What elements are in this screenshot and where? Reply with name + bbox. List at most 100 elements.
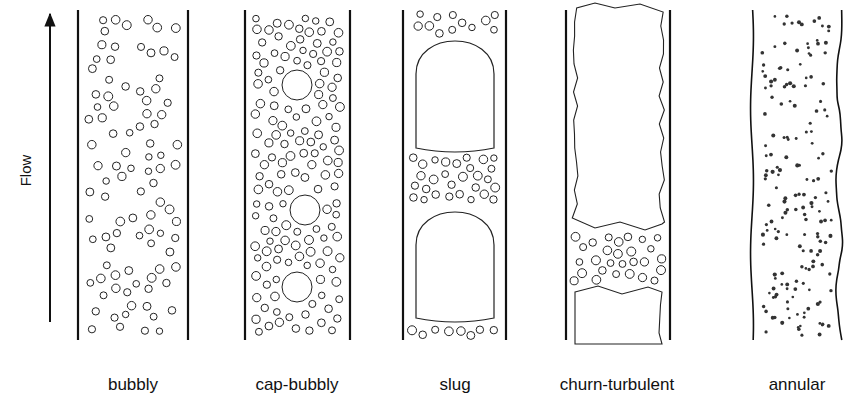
bubble — [654, 235, 661, 242]
bubble — [323, 156, 332, 165]
bubble — [103, 262, 110, 269]
bubble — [157, 230, 163, 236]
bubble — [330, 39, 336, 45]
bubble — [329, 266, 335, 272]
bubble — [286, 152, 295, 161]
bubble — [253, 201, 259, 207]
droplet — [817, 16, 821, 20]
droplet — [807, 268, 810, 271]
bubble — [328, 223, 335, 230]
droplet — [763, 112, 767, 116]
bubble — [265, 322, 273, 330]
bubble — [164, 99, 171, 106]
droplet — [795, 279, 798, 282]
bubble — [98, 41, 106, 49]
droplet — [818, 210, 821, 213]
bubble — [456, 190, 464, 198]
bubble — [323, 47, 332, 56]
churn-gas-slug — [575, 286, 662, 344]
bubble — [255, 69, 262, 76]
droplet — [787, 138, 790, 141]
bubble — [272, 131, 281, 140]
bubble — [491, 155, 497, 161]
bubble — [253, 25, 262, 34]
bubble — [270, 215, 277, 222]
bubble — [296, 137, 304, 145]
bubble — [150, 179, 157, 186]
bubble — [166, 248, 174, 256]
bubble — [589, 239, 596, 246]
droplet — [808, 52, 811, 55]
bubble — [312, 117, 321, 126]
bubble — [491, 11, 498, 18]
droplet — [796, 313, 799, 316]
droplet — [773, 272, 777, 276]
droplet — [764, 173, 768, 177]
droplet — [762, 305, 765, 308]
bubble — [334, 28, 343, 37]
taylor-bubble — [416, 212, 494, 322]
droplet — [802, 282, 805, 285]
bubble — [473, 171, 482, 180]
droplet — [771, 134, 775, 138]
bubble — [335, 146, 344, 155]
bubble — [116, 323, 123, 330]
bubble — [625, 269, 634, 278]
bubble — [328, 83, 336, 91]
bubble — [442, 158, 450, 166]
bubble — [253, 15, 260, 22]
bubble — [432, 326, 439, 333]
bubble — [156, 75, 163, 82]
bubble — [627, 247, 636, 256]
bubble — [296, 36, 304, 44]
bubble — [484, 176, 491, 183]
droplet — [821, 152, 824, 155]
bubble — [576, 259, 583, 266]
bubble — [488, 165, 495, 172]
bubble — [285, 259, 292, 266]
droplet — [816, 253, 820, 257]
bubble — [335, 103, 344, 112]
droplet — [780, 102, 784, 106]
bubble — [336, 48, 344, 56]
bubble — [160, 47, 168, 55]
regime-label: cap-bubbly — [255, 376, 338, 393]
droplet — [773, 78, 777, 82]
bubble — [118, 172, 126, 180]
bubble — [253, 52, 260, 59]
droplet — [769, 84, 772, 87]
bubble — [256, 173, 263, 180]
droplet — [818, 300, 821, 303]
droplet — [775, 186, 778, 189]
bubble — [320, 68, 328, 76]
bubble — [253, 293, 261, 301]
droplet — [816, 42, 820, 46]
bubble — [449, 26, 456, 33]
droplet — [786, 307, 789, 310]
bubble — [313, 39, 321, 47]
bubble — [133, 280, 140, 287]
bubble — [314, 185, 322, 193]
droplet — [794, 194, 798, 198]
bubble — [172, 263, 181, 272]
bubble — [254, 255, 260, 261]
bubble — [278, 121, 287, 130]
pipe-wall — [402, 10, 404, 340]
droplet — [804, 84, 807, 87]
droplet — [771, 316, 775, 320]
droplet — [803, 213, 807, 217]
droplet — [774, 228, 777, 231]
droplet — [803, 311, 806, 314]
droplet — [828, 234, 832, 238]
bubble — [260, 59, 268, 67]
bubble — [468, 196, 474, 202]
droplet — [811, 205, 814, 208]
droplet — [772, 296, 775, 299]
bubble — [122, 21, 131, 30]
bubble — [122, 83, 130, 91]
bubble — [285, 106, 292, 113]
droplet — [821, 323, 824, 326]
bubble — [591, 256, 600, 265]
bubble — [301, 128, 308, 135]
